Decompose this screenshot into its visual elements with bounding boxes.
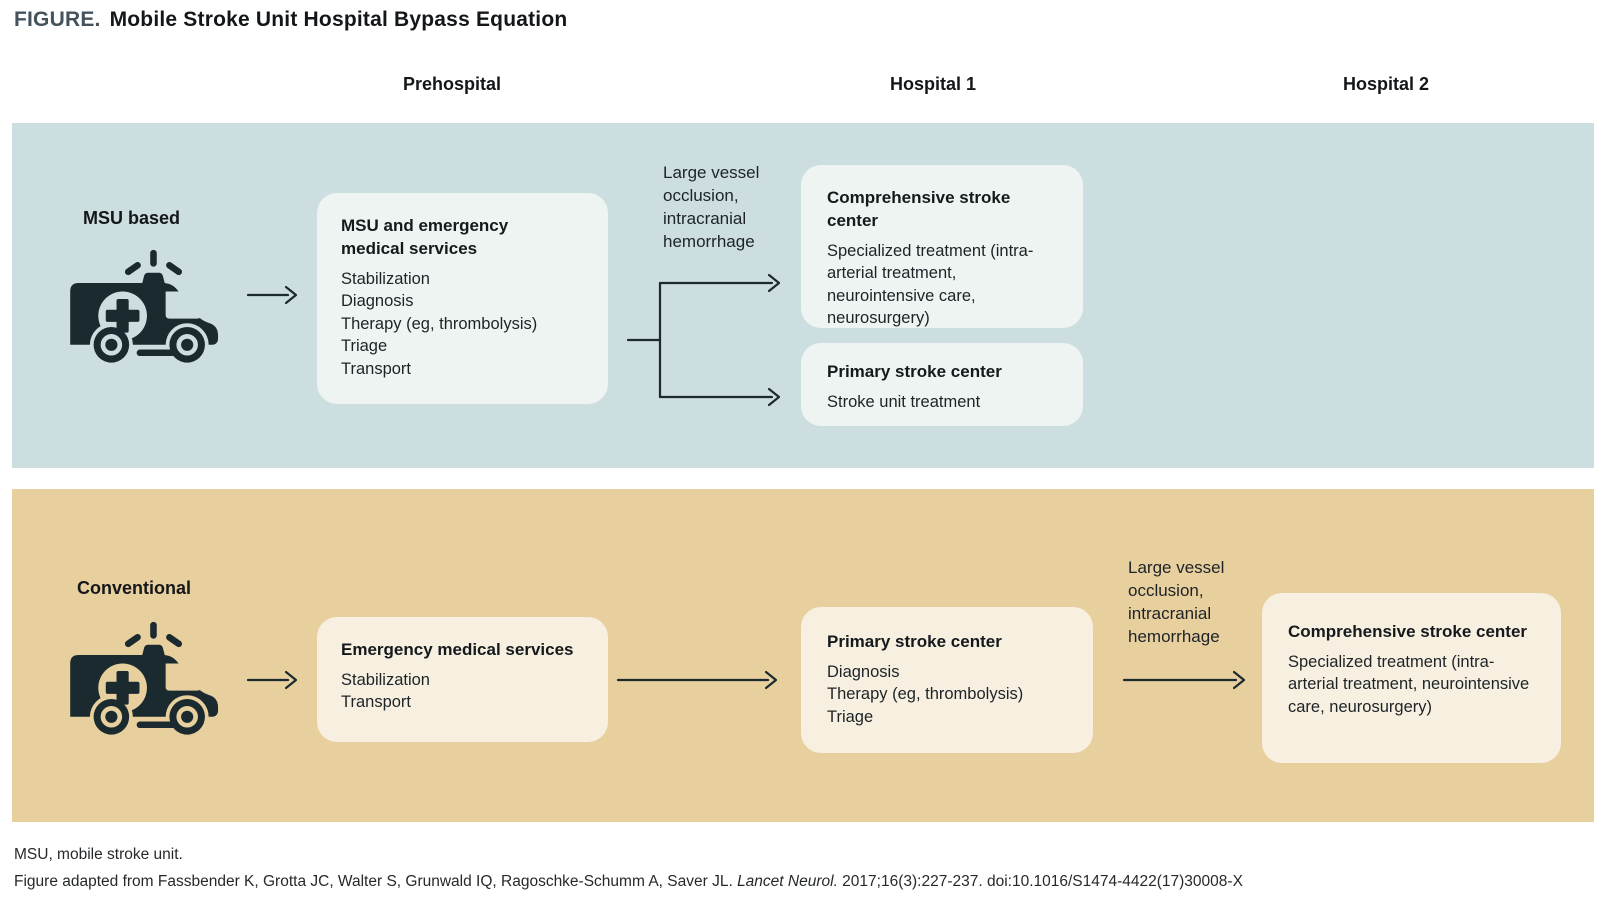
arrow-right-icon — [246, 285, 298, 305]
box-title: Comprehensive stroke center — [1288, 622, 1528, 641]
citation-footnote: Figure adapted from Fassbender K, Grotta… — [14, 872, 1243, 892]
column-header-prehospital: Prehospital — [402, 74, 502, 94]
box-title: Comprehensive stroke center — [827, 188, 1011, 230]
arrow-right-icon — [246, 670, 298, 690]
msu-comprehensive-stroke-center-box: Comprehensive stroke center Specialized … — [801, 165, 1083, 328]
medical-cross-icon — [105, 670, 140, 705]
box-body: Specialized treatment (intra-arterial tr… — [827, 242, 1034, 328]
arrow-right-icon — [616, 670, 778, 690]
ambulance-icon — [70, 621, 219, 735]
siren-rays — [124, 249, 183, 276]
conventional-primary-stroke-center-box: Primary stroke center Diagnosis Therapy … — [801, 607, 1093, 753]
abbreviation-footnote: MSU, mobile stroke unit. — [14, 846, 183, 863]
box-body: Specialized treatment (intra-arterial tr… — [1288, 653, 1530, 716]
box-title: Primary stroke center — [827, 632, 1002, 651]
siren-rays — [124, 621, 183, 648]
msu-ems-box: MSU and emergency medical services Stabi… — [317, 193, 608, 404]
arrow-right-icon — [1122, 670, 1246, 690]
conventional-comprehensive-stroke-center-box: Comprehensive stroke center Specialized … — [1262, 593, 1561, 763]
row-label-conventional: Conventional — [77, 578, 192, 598]
citation-text: Figure adapted from Fassbender K, Grotta… — [14, 873, 738, 890]
msu-primary-stroke-center-box: Primary stroke center Stroke unit treatm… — [801, 343, 1083, 426]
conventional-ems-box: Emergency medical services Stabilization… — [317, 617, 608, 742]
box-item: Transport — [341, 359, 411, 378]
column-header-hospital-1: Hospital 1 — [889, 74, 977, 94]
branch-arrows-icon — [626, 273, 781, 407]
branch-condition-label: Large vessel occlusion, intracranial hem… — [1128, 558, 1225, 646]
box-item: Stabilization — [341, 671, 430, 689]
figure-heading: Mobile Stroke Unit Hospital Bypass Equat… — [109, 8, 568, 31]
column-header-hospital-2: Hospital 2 — [1342, 74, 1430, 94]
figure-title: FIGURE. Mobile Stroke Unit Hospital Bypas… — [14, 8, 567, 32]
box-item: Diagnosis — [827, 663, 900, 681]
box-item: Transport — [341, 693, 411, 712]
citation-journal: Lancet Neurol. — [737, 873, 838, 890]
row-label-msu-based: MSU based — [83, 208, 181, 228]
medical-cross-icon — [105, 298, 140, 333]
box-item: Triage — [341, 337, 388, 356]
branch-condition-label: Large vessel occlusion, intracranial hem… — [663, 163, 760, 251]
box-item: Triage — [827, 707, 874, 726]
figure-label: FIGURE. — [14, 8, 101, 31]
box-item: Therapy (eg, thrombolysis) — [827, 685, 1024, 704]
box-item: Diagnosis — [341, 292, 414, 311]
citation-suffix: 2017;16(3):227-237. doi:10.1016/S1474-44… — [837, 873, 1243, 890]
box-title: MSU and emergency medical services — [341, 216, 509, 258]
box-title: Emergency medical services — [341, 640, 574, 659]
box-title: Primary stroke center — [827, 362, 1002, 381]
box-item: Stabilization — [341, 270, 430, 288]
box-item: Therapy (eg, thrombolysis) — [341, 314, 538, 333]
ambulance-icon — [70, 249, 219, 363]
box-body: Stroke unit treatment — [827, 393, 981, 411]
